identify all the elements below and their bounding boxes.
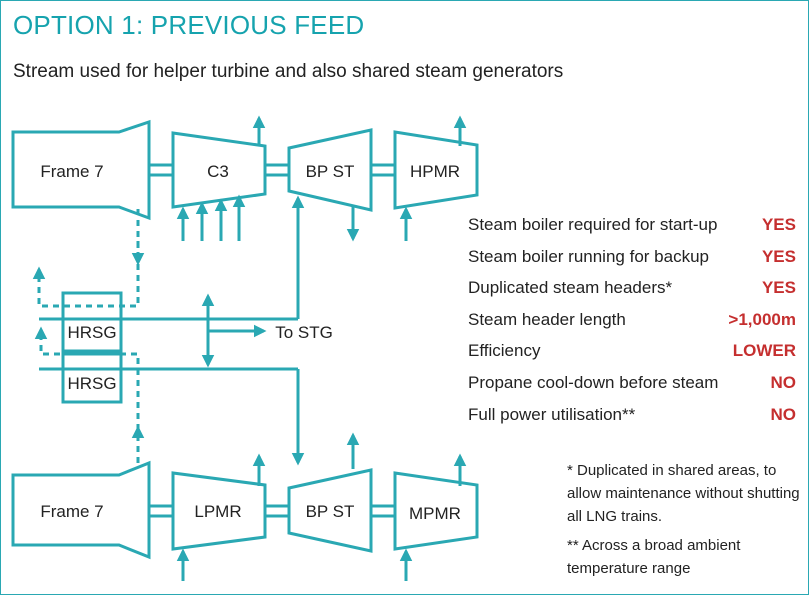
footnotes: * Duplicated in shared areas, to allow m… [567,459,803,580]
criteria-value: YES [761,246,796,266]
footnote-duplicated: * Duplicated in shared areas, to allow m… [567,462,800,525]
hrsg-upper-label: HRSG [67,323,116,342]
frame7-top-turbine [11,119,151,221]
criteria-row: Duplicated steam headers* YES [468,278,796,310]
criteria-label: Steam boiler running for backup [468,246,709,266]
footnote-ambient: ** Across a broad ambient temperature ra… [567,537,741,577]
mpmr-label: MPMR [409,504,461,523]
criteria-label: Steam boiler required for start-up [468,215,718,234]
criteria-value: NO [770,404,797,424]
criteria-label: Propane cool-down before steam [468,372,719,392]
hpmr-label: HPMR [410,162,460,181]
criteria-label: Duplicated steam headers* [468,278,673,298]
lpmr-compressor [171,471,267,551]
bottom-bpst-label: BP ST [306,502,355,521]
hpmr-compressor [393,130,479,210]
criteria-label: Steam header length [468,309,626,329]
criteria-value: YES [761,278,796,298]
c3-label: C3 [207,162,229,181]
figure-title: OPTION 1: PREVIOUS FEED [13,10,365,40]
criteria-row: Steam header length >1,000m [468,310,796,342]
hrsg-upper-box [61,291,123,353]
criteria-row: Steam boiler required for start-up YES [468,215,796,247]
to-stg-label: To STG [275,323,333,342]
bpst-bottom-turbine [287,468,373,553]
top-driver-label: Frame 7 [40,162,103,181]
criteria-value: LOWER [732,341,796,361]
c3-compressor [171,131,267,209]
criteria-label: Full power utilisation** [468,404,636,424]
frame7-bottom-turbine [11,460,151,560]
hrsg-lower-label: HRSG [67,374,116,393]
lpmr-label: LPMR [194,502,241,521]
exhaust-top-dashed [32,209,140,308]
criteria-row: Steam boiler running for backup YES [468,247,796,279]
top-bpst-label: BP ST [306,162,355,181]
criteria-value: >1,000m [728,309,796,329]
exhaust-bottom-dashed [34,326,140,463]
criteria-label: Efficiency [468,341,541,361]
criteria-row: Propane cool-down before steam NO [468,373,796,405]
criteria-value: NO [770,372,797,392]
figure-subtitle: Stream used for helper turbine and also … [13,61,564,82]
mpmr-compressor [393,471,479,551]
criteria-row: Efficiency LOWER [468,341,796,373]
criteria-row: Full power utilisation** NO [468,405,796,437]
bpst-top-turbine [287,128,373,212]
criteria-list: Steam boiler required for start-up YES S… [468,215,796,436]
bottom-driver-label: Frame 7 [40,502,103,521]
criteria-value: YES [761,215,796,234]
